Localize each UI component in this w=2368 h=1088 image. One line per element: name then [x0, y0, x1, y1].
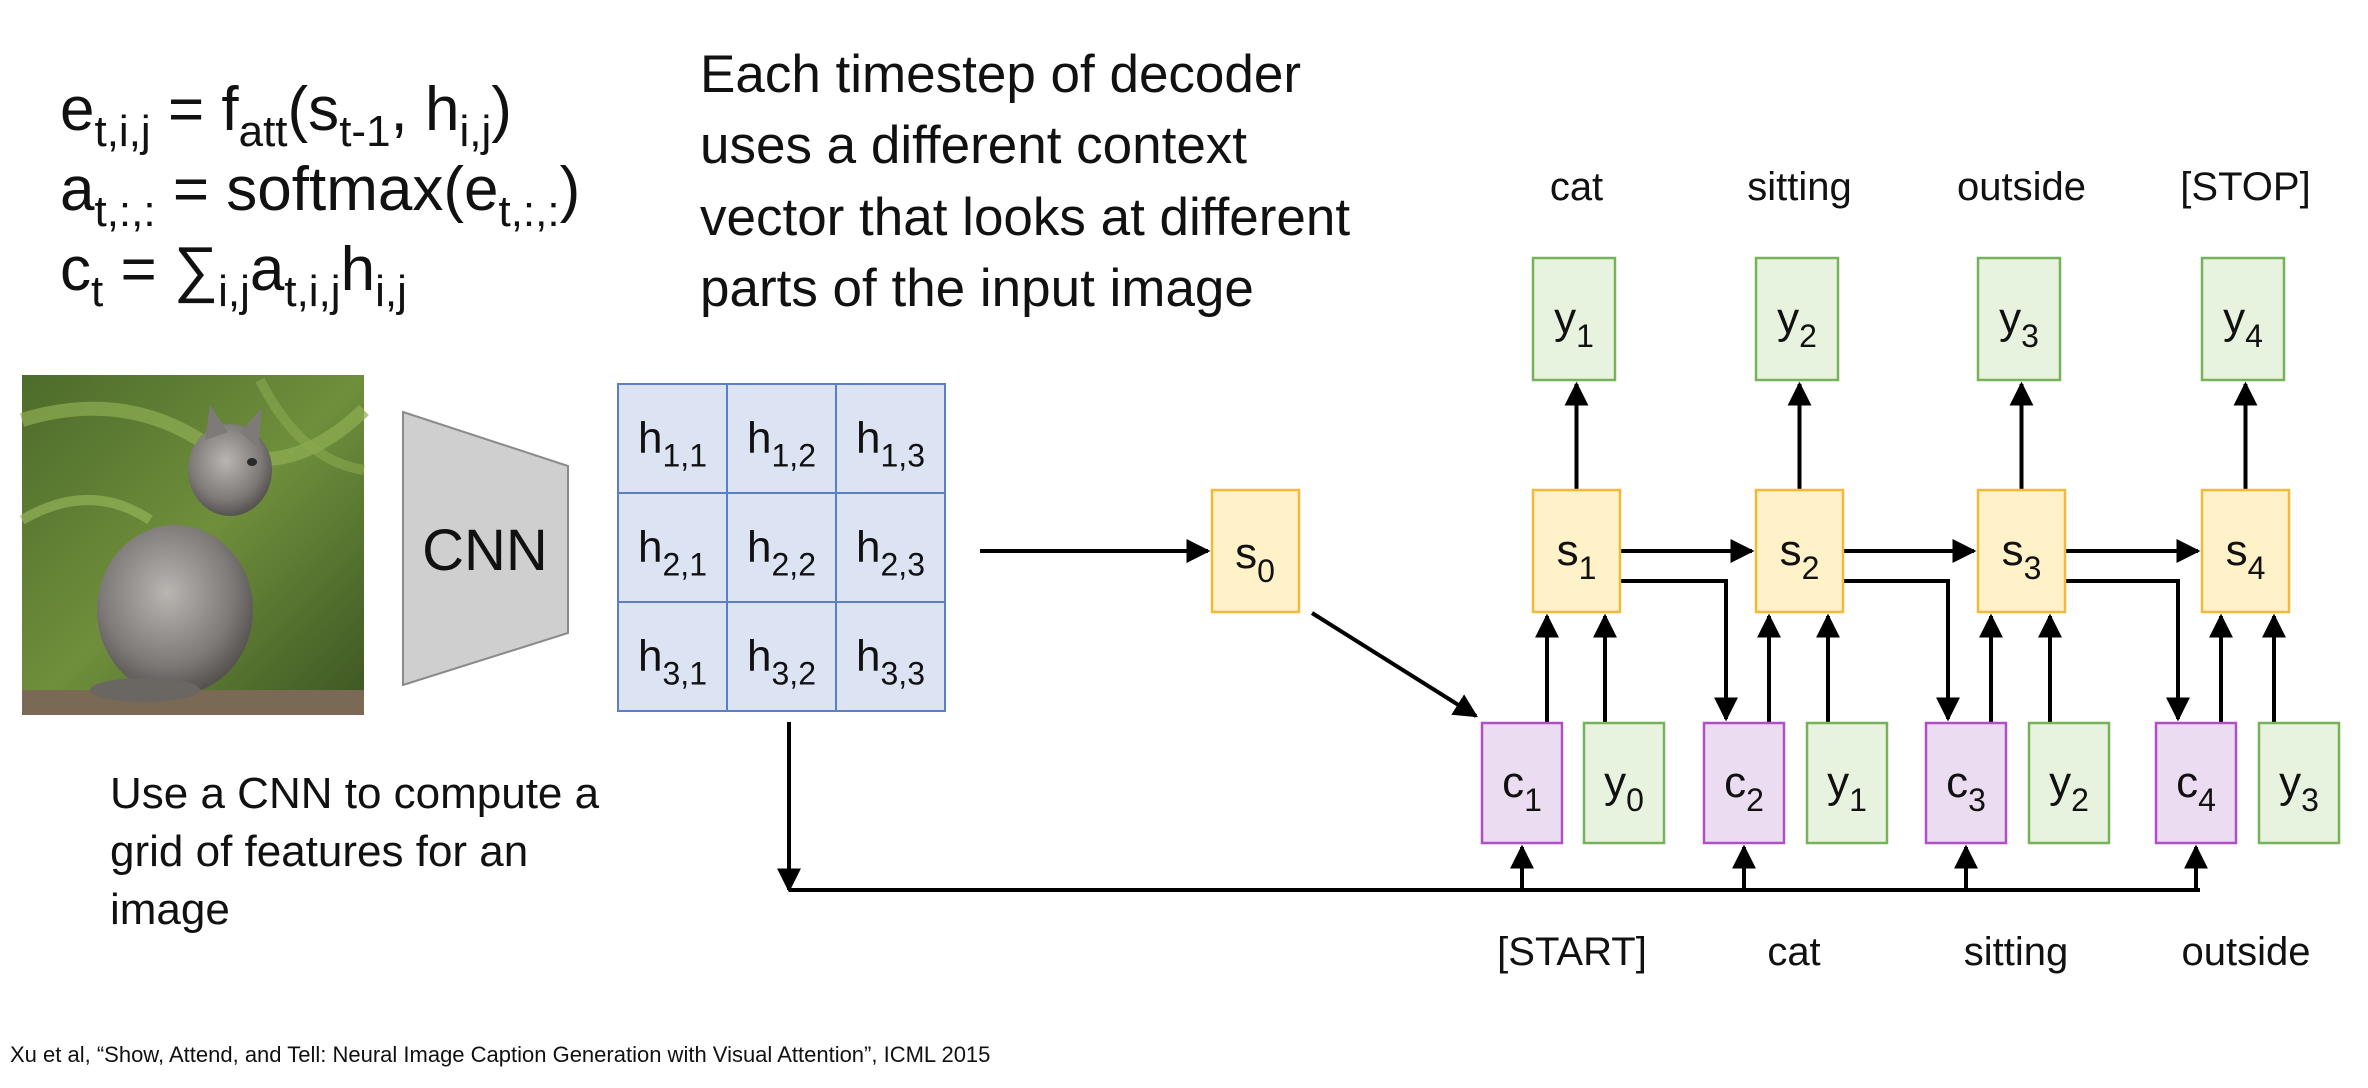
feature-cell-label: h2,3 [856, 523, 925, 583]
cnn-caption-line: image [110, 885, 230, 934]
input-word: outside [2182, 930, 2311, 974]
context-vector: c4 [2154, 721, 2238, 845]
feature-cell-label: h3,3 [856, 632, 925, 692]
feature-cell: h2,3 [835, 492, 946, 603]
decoder-input-label: y1 [1827, 758, 1867, 818]
decoder-output-label: y4 [2223, 294, 2263, 354]
decoder-state-label: s1 [1557, 526, 1597, 586]
output-word: [STOP] [2180, 165, 2310, 209]
decoder-state-label: s2 [1780, 526, 1820, 586]
input-word: sitting [1964, 930, 2069, 974]
feature-cell-label: h2,1 [638, 523, 707, 583]
equation-energy: et,i,j = fatt(st-1, hi,j) [60, 75, 512, 156]
citation: Xu et al, “Show, Attend, and Tell: Neura… [10, 1042, 990, 1067]
decoder-input-label: y0 [1604, 758, 1644, 818]
context-vector-label: c1 [1502, 758, 1542, 818]
feature-cell: h1,3 [835, 383, 946, 494]
decoder-input-label: y3 [2279, 758, 2319, 818]
input-image [19, 375, 369, 715]
decoder-output-label: y1 [1554, 294, 1594, 354]
feature-cell-label: h1,3 [856, 414, 925, 474]
arrow-state-to-next-context [2065, 579, 2190, 722]
feature-cell-label: h2,2 [747, 523, 816, 583]
description-text: Each timestep of decoder uses a differen… [700, 45, 1350, 318]
decoder-input: y1 [1805, 721, 1889, 845]
initial-state-s0: s0 [1210, 488, 1301, 614]
decoder-input: y2 [2027, 721, 2111, 845]
description-line: vector that looks at different [700, 188, 1350, 247]
cnn-caption-line: grid of features for an [110, 827, 528, 876]
feature-cell-label: h1,1 [638, 414, 707, 474]
decoder-output: y2 [1754, 256, 1840, 382]
cnn-caption: Use a CNN to compute a grid of features … [110, 769, 600, 934]
decoder: s1 y1 cat [START] s2 y2 sitting cat s3 y3 outside s… [777, 165, 2341, 974]
context-vector-label: c4 [2176, 758, 2216, 818]
output-word: sitting [1747, 165, 1852, 209]
context-vector-label: c3 [1946, 758, 1986, 818]
cnn-label: CNN [422, 518, 548, 583]
decoder-output: y3 [1976, 256, 2062, 382]
decoder-state: s3 [1976, 488, 2067, 614]
arrow-state-to-next-context [1620, 579, 1738, 722]
decoder-state-label: s4 [2226, 526, 2266, 586]
feature-cell-label: h3,1 [638, 632, 707, 692]
context-vector: c2 [1702, 721, 1786, 845]
arrow-s0-to-c1 [1310, 611, 1479, 718]
description-line: uses a different context [700, 116, 1247, 175]
description-line: Each timestep of decoder [700, 45, 1301, 104]
cnn-block: CNN [402, 410, 569, 687]
feature-cell-label: h1,2 [747, 414, 816, 474]
feature-cell: h1,1 [617, 383, 728, 494]
decoder-output: y1 [1531, 256, 1617, 382]
feature-cell-label: h3,2 [747, 632, 816, 692]
input-word: [START] [1497, 930, 1647, 974]
decoder-input: y0 [1582, 721, 1666, 845]
decoder-output: y4 [2200, 256, 2286, 382]
equation-context: ct = ∑i,jat,i,jhi,j [60, 235, 407, 316]
context-vector: c1 [1480, 721, 1564, 845]
input-word: cat [1767, 930, 1820, 974]
feature-grid: h1,1 h1,2 h1,3 h2,1 h2,2 h2,3 h3,1 h3,2 h3,3 [617, 383, 946, 712]
feature-cell: h1,2 [726, 383, 837, 494]
feature-cell: h3,3 [835, 601, 946, 712]
decoder-input-label: y2 [2049, 758, 2089, 818]
cnn-caption-line: Use a CNN to compute a [110, 769, 600, 818]
context-vector-label: c2 [1724, 758, 1764, 818]
feature-cell: h3,2 [726, 601, 837, 712]
decoder-state: s1 [1531, 488, 1622, 614]
decoder-state: s2 [1754, 488, 1845, 614]
description-line: parts of the input image [700, 259, 1254, 318]
feature-cell: h3,1 [617, 601, 728, 712]
feature-cell: h2,1 [617, 492, 728, 603]
decoder-state-label: s3 [2002, 526, 2042, 586]
equation-softmax: at,:,: = softmax(et,:,:) [60, 155, 580, 236]
output-word: outside [1957, 165, 2086, 209]
feature-cell: h2,2 [726, 492, 837, 603]
decoder-output-label: y2 [1777, 294, 1817, 354]
arrow-state-to-next-context [1843, 579, 1960, 722]
s0-label: s0 [1235, 529, 1275, 589]
output-word: cat [1550, 165, 1603, 209]
context-vector: c3 [1924, 721, 2008, 845]
decoder-output-label: y3 [1999, 294, 2039, 354]
decoder-state: s4 [2200, 488, 2291, 614]
attention-equations: et,i,j = fatt(st-1, hi,j) at,:,: = softm… [60, 75, 580, 316]
decoder-input: y3 [2257, 721, 2341, 845]
